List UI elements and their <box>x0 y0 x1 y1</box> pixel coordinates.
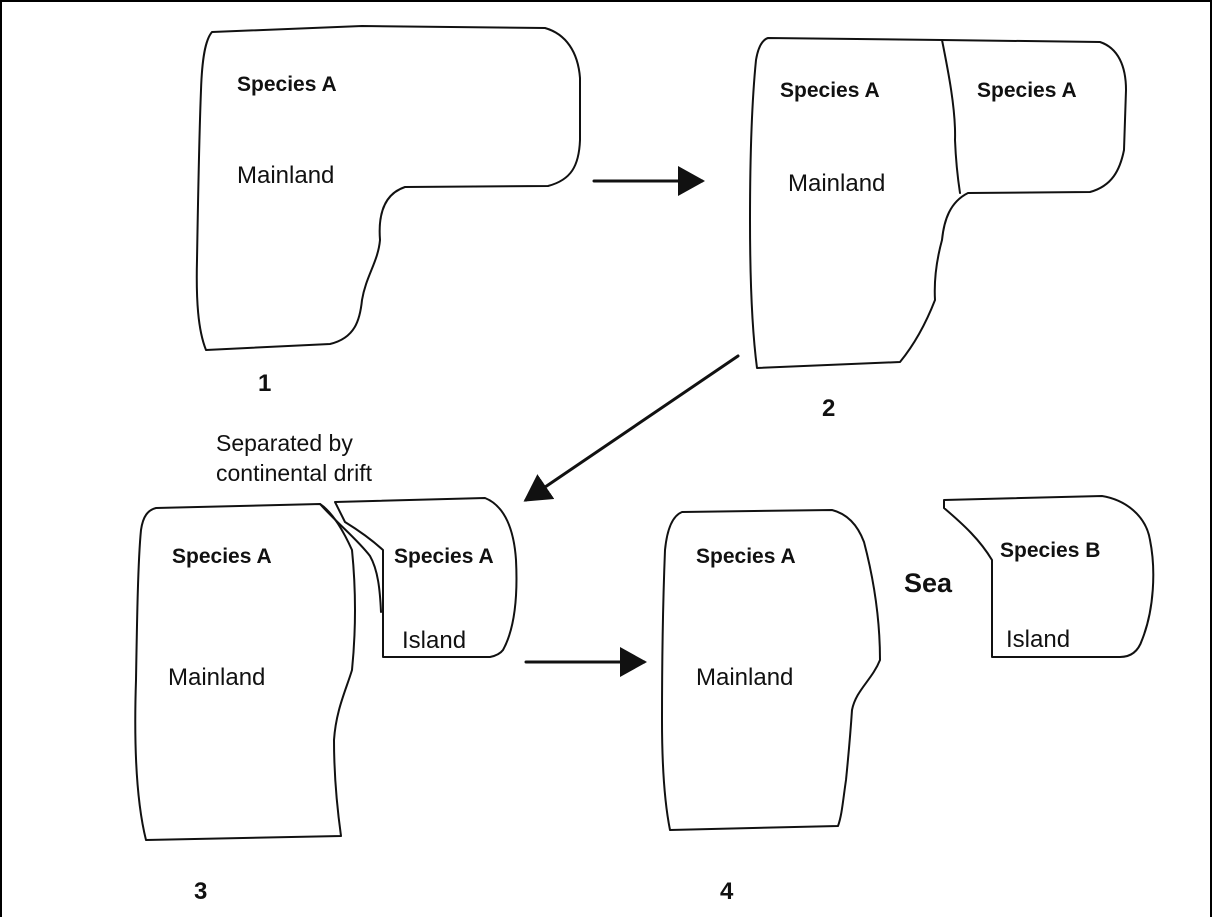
rift-line <box>941 39 961 194</box>
drift-coast-line <box>319 503 382 613</box>
panel-number-2: 2 <box>822 395 836 422</box>
island-panel-3 <box>334 497 518 658</box>
species-label-panel-3-mainland: Species A <box>172 545 272 568</box>
island-panel-4 <box>943 495 1155 658</box>
panel-number-4: 4 <box>720 878 734 905</box>
species-label-panel-2-right: Species A <box>977 79 1077 102</box>
landmass-panel-2 <box>749 37 1127 369</box>
drift-caption: Separated by continental drift <box>216 430 372 486</box>
species-label-panel-4-island: Species B <box>1000 539 1101 562</box>
mainland-label-panel-3: Mainland <box>168 664 266 691</box>
sea-label: Sea <box>904 568 953 598</box>
species-label-panel-3-island: Species A <box>394 545 494 568</box>
mainland-panel-3 <box>134 503 356 841</box>
region-label-panel-1: Mainland <box>237 162 335 189</box>
landmass-panel-1 <box>195 25 581 351</box>
arrow-2-to-3 <box>523 354 740 502</box>
mainland-panel-4 <box>661 509 881 831</box>
panel-number-1: 1 <box>258 370 272 397</box>
island-label-panel-4: Island <box>1006 626 1071 653</box>
island-label-panel-3: Island <box>402 627 467 654</box>
species-label-panel-2-left: Species A <box>780 79 880 102</box>
panel-number-3: 3 <box>194 878 208 905</box>
mainland-label-panel-4: Mainland <box>696 664 794 691</box>
species-label-panel-1: Species A <box>237 73 337 96</box>
region-label-panel-2: Mainland <box>788 170 886 197</box>
species-label-panel-4-mainland: Species A <box>696 545 796 568</box>
